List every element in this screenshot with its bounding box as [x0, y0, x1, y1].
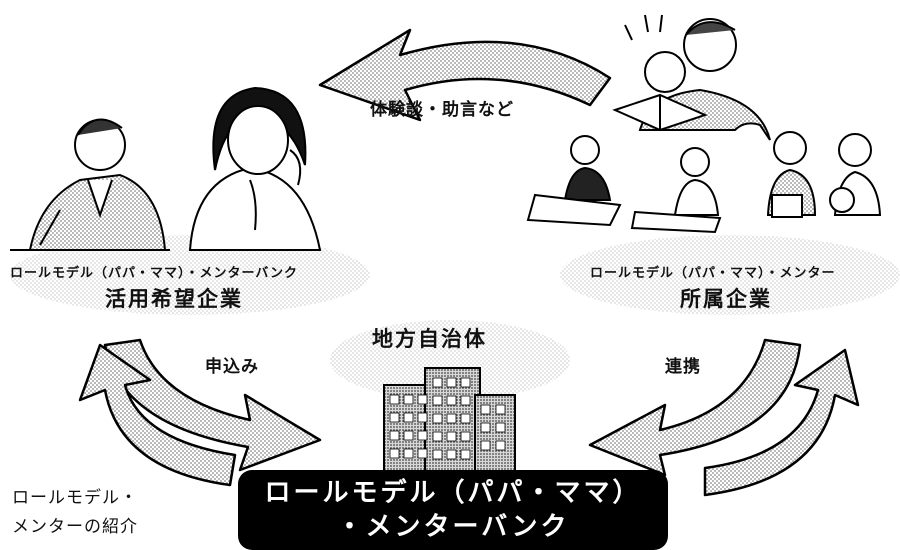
left-company-subtitle: ロールモデル（パパ・ママ）・メンターバンク: [10, 266, 299, 281]
apply-flow-label: 申込み: [205, 357, 259, 377]
office-building-illustration: [383, 367, 516, 476]
introduce-flow-label-line1: ロールモデル・: [12, 488, 138, 508]
advice-flow-label: 体験談・助言など: [370, 100, 514, 120]
background-stipple: [10, 235, 900, 400]
left-introduce-arrow: [78, 343, 237, 487]
right-company-subtitle: ロールモデル（パパ・ママ）・メンター: [590, 266, 836, 281]
link-flow-label: 連携: [665, 357, 701, 377]
right-link-arrow: [588, 338, 802, 477]
top-arrow: [318, 28, 612, 122]
office-workers-illustration: [526, 131, 882, 234]
right-company-title: 所属企業: [680, 287, 772, 311]
mentor-bank-line2: ・メンターバンク: [336, 512, 570, 542]
right-return-arrow: [703, 348, 860, 497]
parent-and-child-reading-illustration: [612, 14, 771, 141]
mentor-bank-box: ロールモデル（パパ・ママ） ・メンターバンク: [238, 470, 668, 550]
man-on-phone-illustration: [10, 118, 170, 251]
introduce-flow-label-line2: メンターの紹介: [12, 517, 138, 537]
mentor-bank-line1: ロールモデル（パパ・ママ）: [264, 478, 642, 508]
municipality-label: 地方自治体: [372, 327, 487, 351]
left-company-title: 活用希望企業: [105, 287, 243, 311]
woman-on-phone-illustration: [188, 86, 322, 251]
